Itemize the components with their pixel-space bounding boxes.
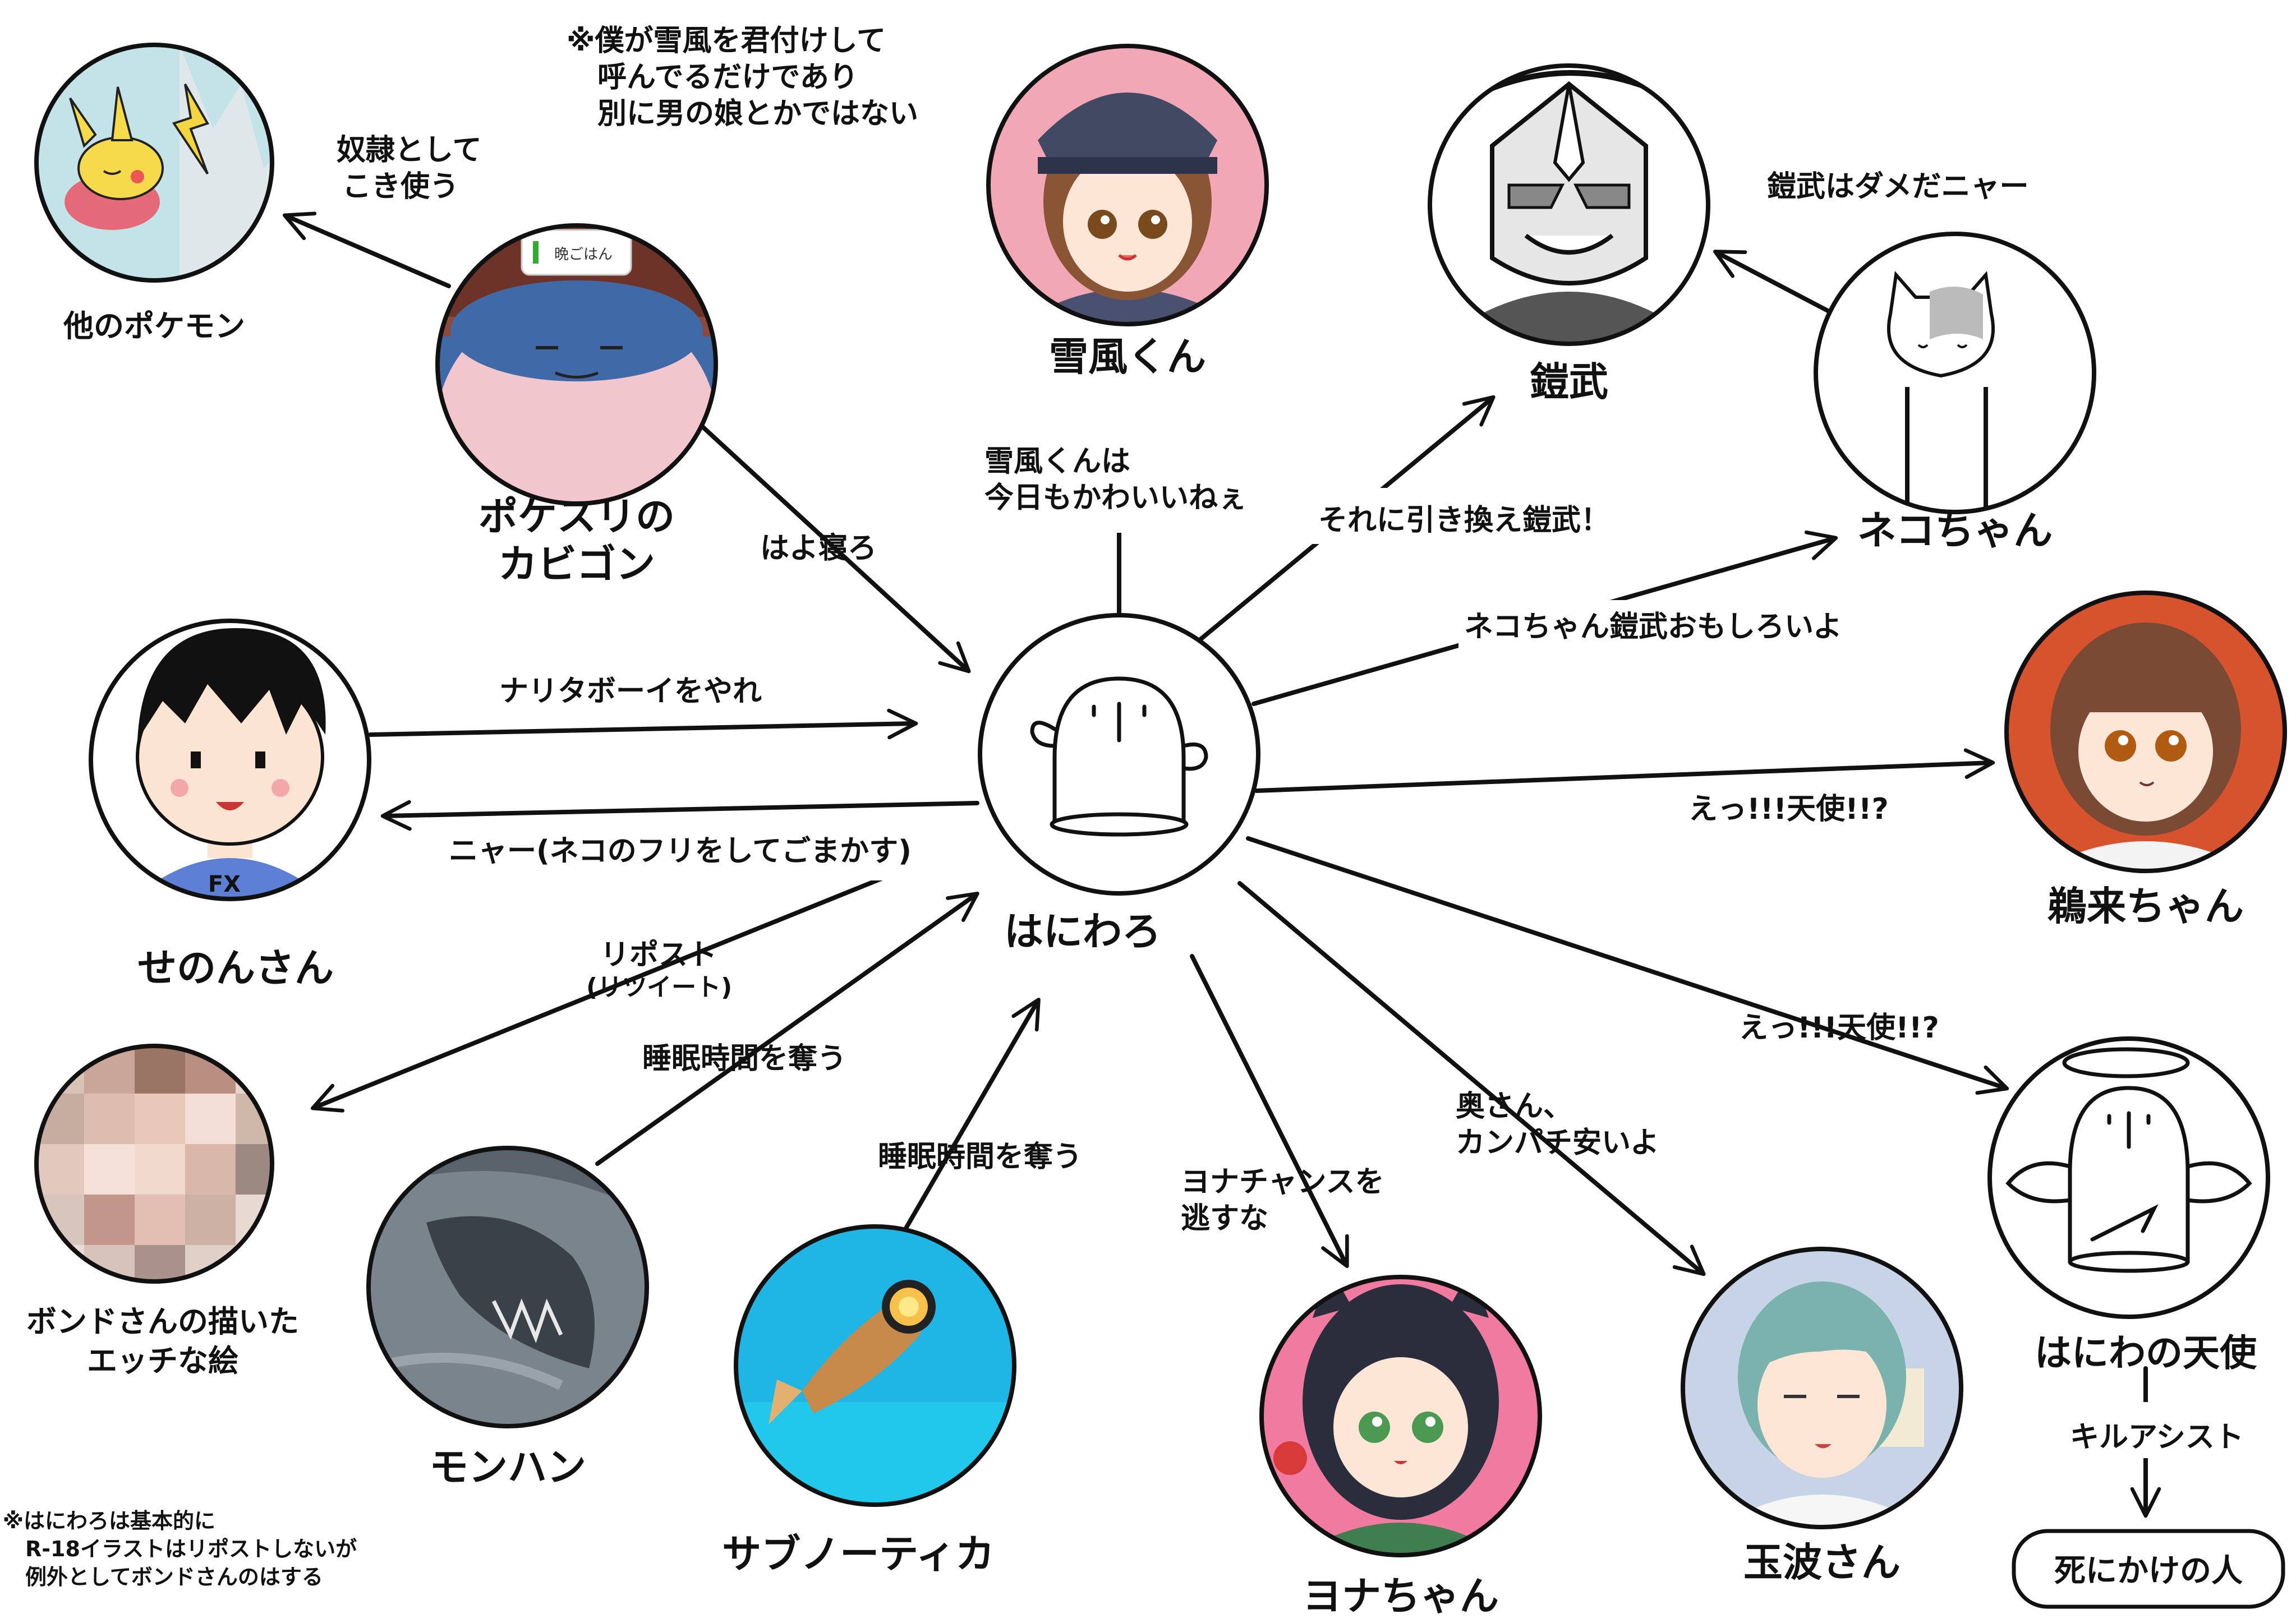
edge-label-slave-1: 奴隷として <box>337 133 481 167</box>
edge-label-kanpachi-2: カンパチ安いよ <box>1456 1126 1659 1160</box>
node-label-haniwaro: はにわろ <box>1004 909 1161 955</box>
node-monhan: モンハン <box>367 1147 648 1490</box>
node-neko: ネコちゃん <box>1815 233 2095 554</box>
node-label-bond-art-2: エッチな絵 <box>87 1343 238 1378</box>
edge-label-angel-haniwa: えっ!!!天使!!? <box>1739 1011 1939 1045</box>
node-label-haniwa-angel: はにわの天使 <box>2035 1331 2257 1375</box>
edge-label-go-sleep: はよ寝ろ <box>760 532 877 565</box>
edge-label-narita-boy: ナリタボーイをやれ <box>499 675 762 708</box>
svg-text:別に男の娘とかではない: 別に男の娘とかではない <box>597 97 918 131</box>
edge-label-gaim-bad: 鎧武はダメだニャー <box>1767 170 2028 204</box>
node-gaim: 鎧武 <box>1428 64 1708 405</box>
node-senon: FX せのんさん <box>90 620 370 991</box>
svg-text:例外としてボンドさんのはする: 例外としてボンドさんのはする <box>25 1565 323 1589</box>
node-label-yona: ヨナちゃん <box>1303 1573 1499 1619</box>
svg-text:※はにわろは基本的に: ※はにわろは基本的に <box>3 1509 215 1533</box>
node-subnautica: サブノーティカ <box>722 1225 1015 1577</box>
node-label-uraku: 鵜来ちゃん <box>2047 883 2244 929</box>
node-uraku: 鵜来ちゃん <box>2005 592 2286 929</box>
yukikaze-note: ※僕が雪風を君付けして 呼んでるだけであり 別に男の娘とかではない <box>567 24 918 131</box>
svg-text:呼んでるだけであり: 呼んでるだけであり <box>597 61 858 94</box>
node-yona: ヨナちゃん <box>1260 1267 1541 1619</box>
edge-haniwaro-to-uraku <box>1257 763 1991 791</box>
edge-label-kanpachi-1: 奥さん、 <box>1456 1090 1572 1123</box>
senon-shirt-text: FX <box>208 872 241 897</box>
node-label-dying: 死にかけの人 <box>2054 1553 2243 1589</box>
edge-label-monhan-sleep: 睡眠時間を奪う <box>642 1042 846 1076</box>
edge-label-cute-2: 今日もかわいいねぇ <box>984 481 1247 515</box>
edge-label-kill-assist: キルアシスト <box>2070 1421 2244 1454</box>
node-haniwa-angel: はにわの天使 <box>1990 1039 2268 1375</box>
node-label-senon: せのんさん <box>137 945 334 991</box>
node-haniwaro: はにわろ <box>980 615 1258 955</box>
edge-label-repost-2: (リツイート) <box>586 973 732 1002</box>
node-other-pokemon: 他のポケモン <box>34 39 292 344</box>
node-label-gaim: 鎧武 <box>1530 359 1608 405</box>
edge-snorlax-to-other <box>286 216 449 286</box>
edge-haniwaro-to-tamanami <box>1240 883 1703 1273</box>
snorlax-bubble-text: 晩ごはん <box>554 246 613 263</box>
edge-senon-to-haniwaro <box>370 723 914 735</box>
node-label-bond-art-1: ボンドさんの描いた <box>26 1304 299 1339</box>
node-label-neko: ネコちゃん <box>1857 508 2053 554</box>
edge-label-slave-2: こき使う <box>342 170 459 204</box>
repost-note: ※はにわろは基本的に R-18イラストはリポストしないが 例外としてボンドさんの… <box>3 1509 357 1589</box>
edge-label-nya: ニャー(ネコのフリをしてごまかす) <box>449 834 912 868</box>
node-label-snorlax-1: ポケスリの <box>478 494 675 540</box>
edge-label-yona-chance-1: ヨナチャンスを <box>1181 1165 1384 1199</box>
node-yukikaze: 雪風くん <box>987 45 1268 380</box>
edge-label-angel-uraku: えっ!!!天使!!? <box>1688 792 1889 826</box>
edge-subnautica-to-haniwaro <box>906 1001 1038 1228</box>
node-tamanami: 玉波さん <box>1682 1248 1962 1585</box>
edge-haniwaro-to-angel <box>1248 838 2005 1088</box>
node-dying: 死にかけの人 <box>2014 1531 2283 1607</box>
edge-label-gaim-fun: ネコちゃん鎧武おもしろいよ <box>1464 610 1842 644</box>
edge-label-subnautica-sleep: 睡眠時間を奪う <box>878 1140 1082 1174</box>
edge-monhan-to-haniwaro <box>597 895 976 1164</box>
node-label-other-pokemon: 他のポケモン <box>63 308 245 344</box>
svg-text:R-18イラストはリポストしないが: R-18イラストはリポストしないが <box>25 1537 357 1561</box>
edge-label-cute-1: 雪風くんは <box>984 445 1130 478</box>
node-label-subnautica: サブノーティカ <box>722 1531 995 1577</box>
edge-label-gaim-contrast: それに引き換え鎧武！ <box>1318 504 1610 537</box>
node-snorlax: 晩ごはん ポケスリの カビゴン <box>432 222 724 587</box>
svg-text:※僕が雪風を君付けして: ※僕が雪風を君付けして <box>567 24 886 58</box>
edge-label-repost-1: リポスト <box>600 938 717 972</box>
node-label-tamanami: 玉波さん <box>1743 1539 1901 1585</box>
edge-label-yona-chance-2: 逃すな <box>1181 1202 1268 1235</box>
node-label-yukikaze: 雪風くん <box>1049 334 1206 380</box>
node-bond-art: ボンドさんの描いた エッチな絵 <box>26 1043 299 1378</box>
edge-haniwaro-to-senon <box>384 803 977 816</box>
node-label-monhan: モンハン <box>429 1444 586 1490</box>
edge-neko-to-gaim <box>1717 252 1829 311</box>
node-label-snorlax-2: カビゴン <box>498 541 655 587</box>
